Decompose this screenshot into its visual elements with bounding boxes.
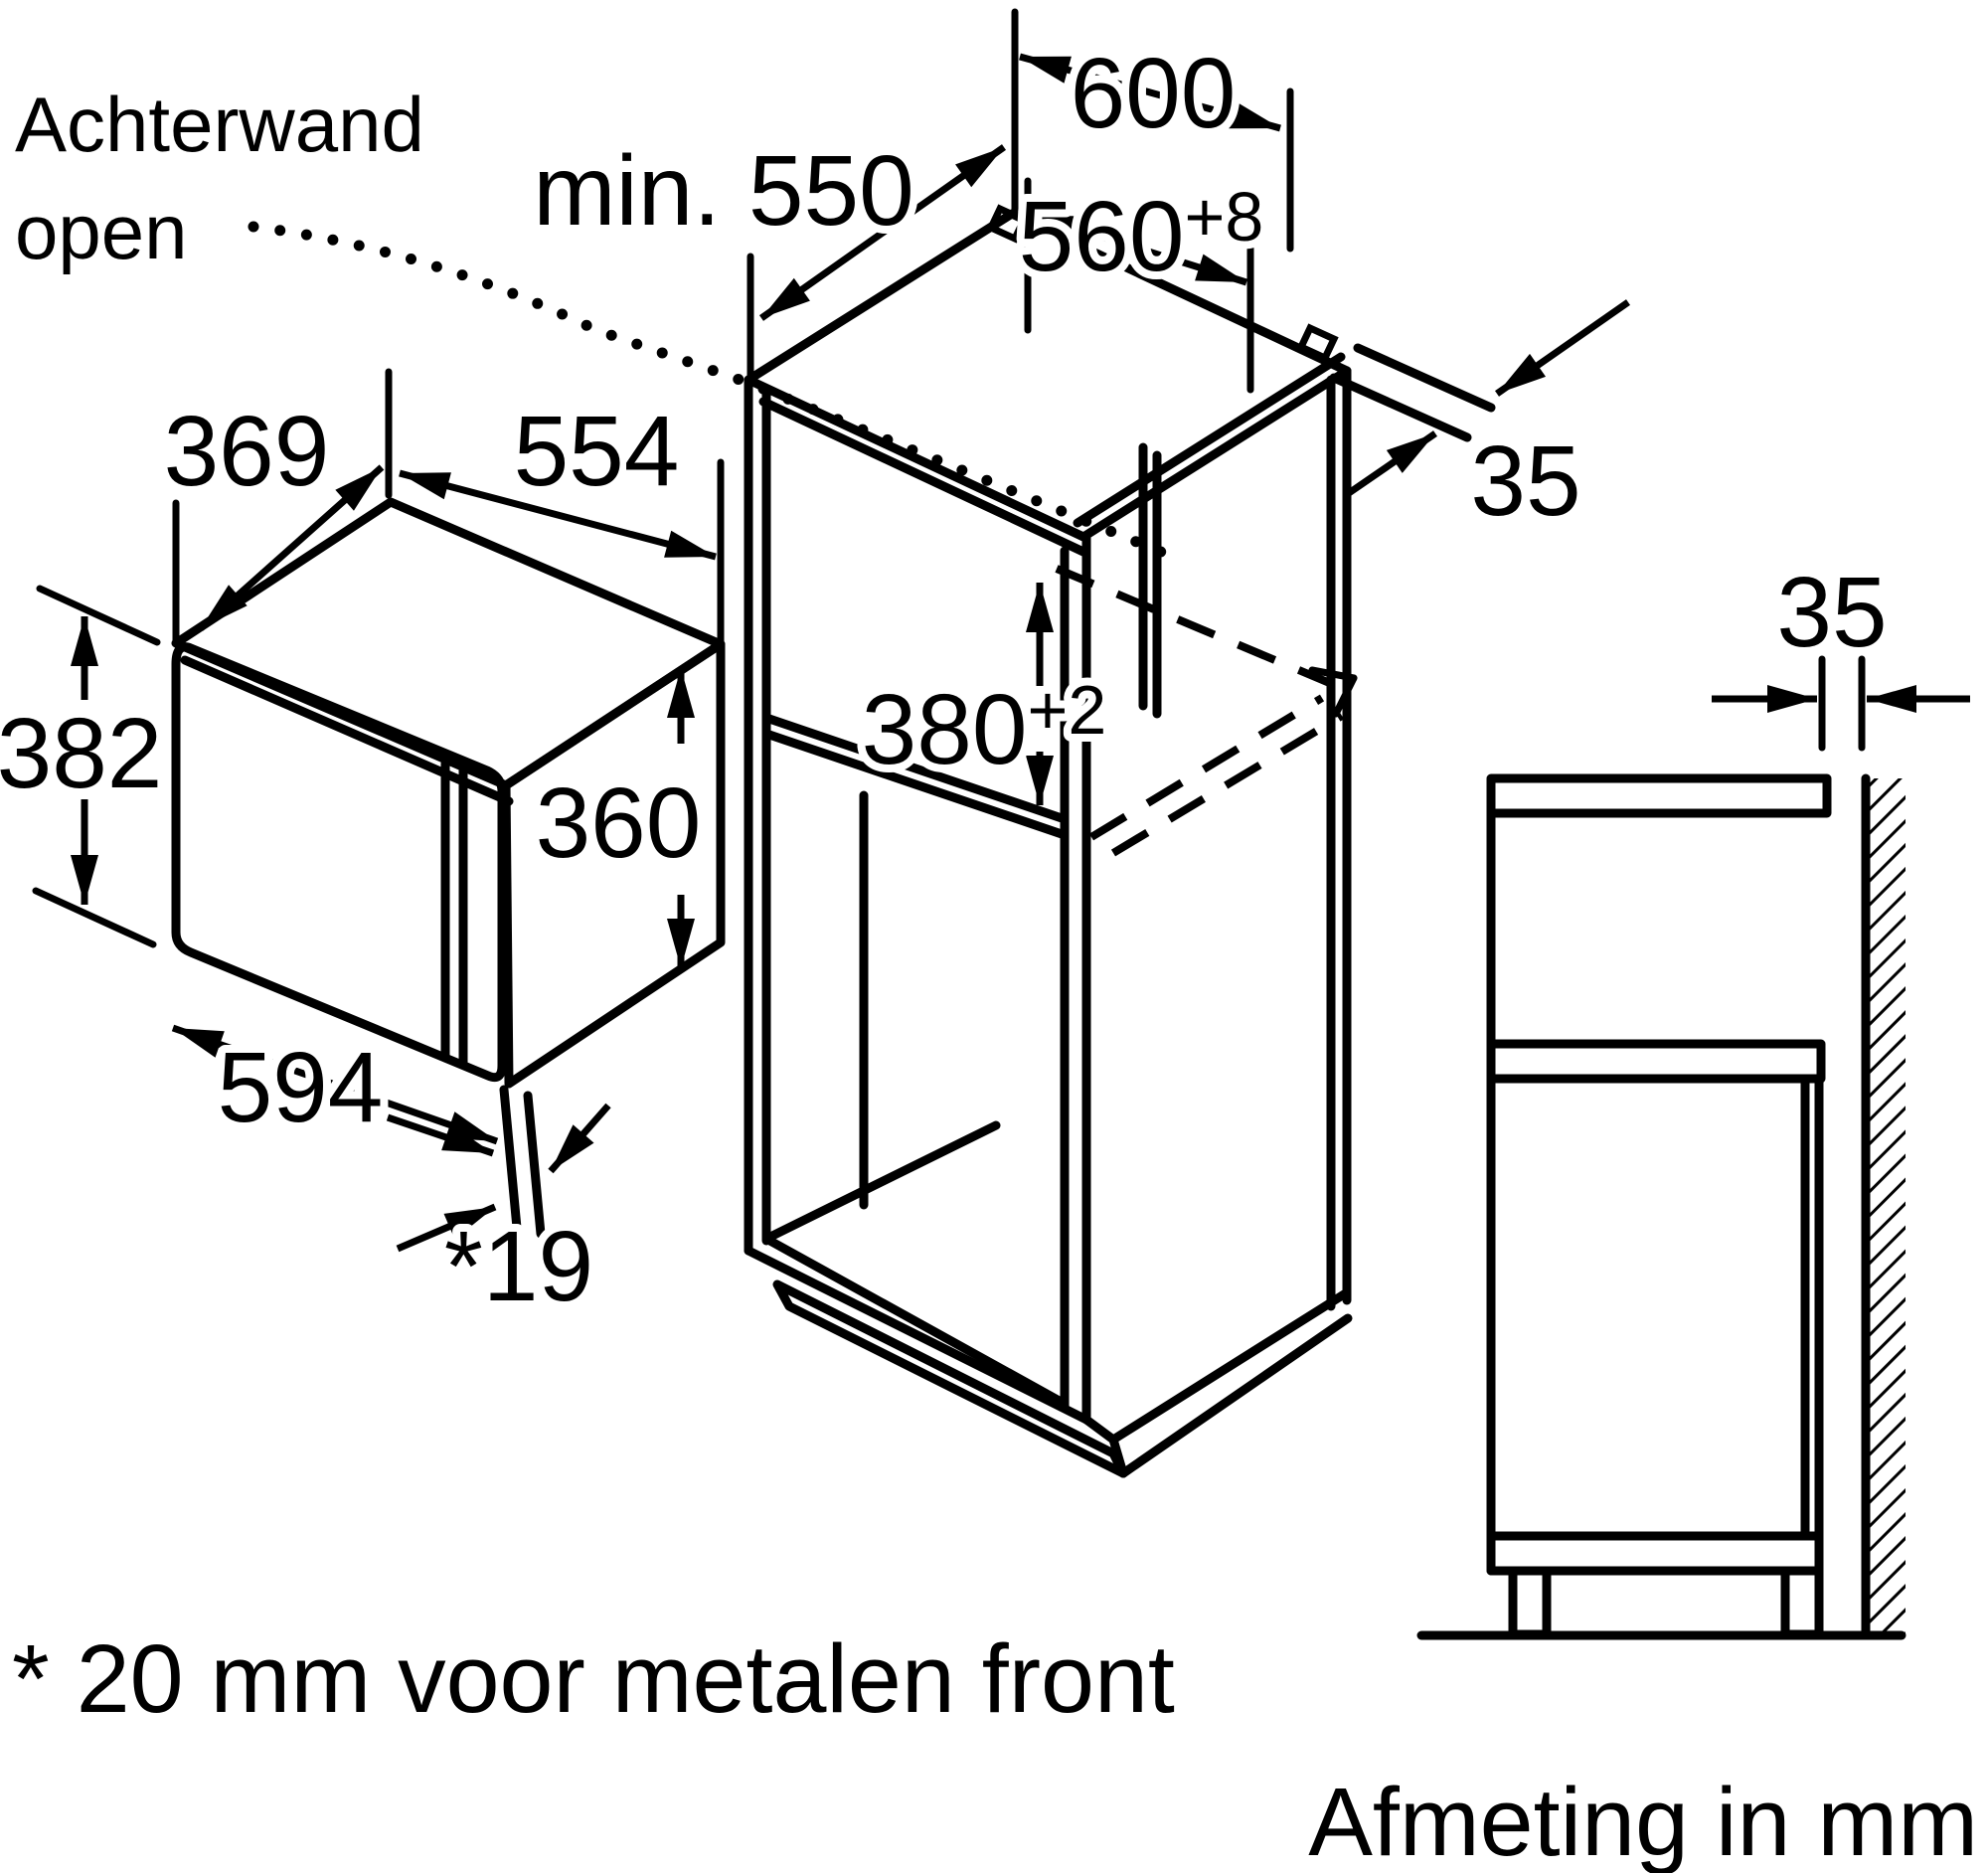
label-369: 369 <box>164 396 330 507</box>
cabinet-side-view <box>1416 773 1906 1640</box>
shelf-front-edge-top <box>761 713 1070 824</box>
side-view-back-foot <box>1780 1566 1824 1639</box>
microwave-frame-body-seam <box>180 655 514 806</box>
cabinet-floor-back-edge <box>761 1120 1001 1244</box>
dim-arrow-35-top-right <box>1494 299 1631 397</box>
plinth-right-connector <box>1108 1435 1128 1478</box>
shelf-pullout-arrowhead <box>1308 666 1358 718</box>
tick-382-bottom <box>32 887 157 948</box>
body-front-edge-line <box>523 1091 546 1239</box>
rear-gap-line-inner <box>1329 373 1472 442</box>
tick-382-top <box>36 585 161 646</box>
dim-arrow-19-lower <box>396 1203 497 1253</box>
back-panel-note-line2: open <box>15 188 188 275</box>
label-380: 380+2 <box>862 671 1107 785</box>
shelf-front-edge-bottom <box>761 729 1070 840</box>
side-view-front-foot <box>1508 1566 1552 1639</box>
side-view-top-panel <box>1486 773 1832 818</box>
label-360: 360 <box>536 767 702 879</box>
label-35-side: 35 <box>1776 557 1887 668</box>
captions: Achterwand open * 20 mm voor metalen fro… <box>12 81 1978 1873</box>
label-19: *19 <box>444 1211 593 1322</box>
units-note: Afmeting in mm <box>1308 1768 1978 1873</box>
back-panel-note-line1: Achterwand <box>15 81 424 168</box>
label-382: 382 <box>0 698 162 809</box>
dim-line-600 <box>1019 53 1281 132</box>
cabinet-top-inner-edge-right <box>1073 352 1346 528</box>
cabinet-bottom-front-edge-outer <box>744 1246 1091 1425</box>
side-view-bottom-panel <box>1486 1531 1824 1576</box>
footnote-metal-front: * 20 mm voor metalen front <box>12 1624 1175 1733</box>
plinth-front-strip <box>772 1279 1128 1478</box>
dim-line-560 <box>1030 211 1248 286</box>
cabinet-bottom-front-edge-inner <box>761 1234 1070 1409</box>
niche-ceiling-front-edge <box>758 397 1090 558</box>
dim-arrow-19-left <box>386 1113 495 1157</box>
dim-line-594 <box>171 1024 499 1145</box>
shelf-pullout-dashed-top <box>1055 565 1334 688</box>
label-35-top: 35 <box>1470 426 1580 537</box>
dim-line-min550 <box>758 144 1007 321</box>
dim-line-369 <box>198 464 385 631</box>
front-frame-edge-line <box>499 1085 522 1233</box>
microwave-right-side-face <box>501 639 726 1089</box>
bottom-right-step <box>1081 1415 1118 1445</box>
label-600: 600 <box>1071 38 1237 149</box>
label-594: 594 <box>218 1032 384 1143</box>
dim-arrow-35-top-left <box>1344 430 1437 498</box>
side-view-divider-shelf <box>1486 1039 1826 1084</box>
right-side-bottom-edge <box>1108 1289 1349 1445</box>
microwave-front-door-face <box>171 642 507 1083</box>
cabinet-isometric-view <box>744 204 1496 1478</box>
plinth-side-bottom-edge <box>1118 1313 1353 1478</box>
dim-arrow-19-right <box>548 1103 611 1174</box>
dim-line-554 <box>399 469 717 561</box>
microwave-top-face <box>171 497 726 790</box>
label-min-550: min. 550 <box>533 135 914 247</box>
rear-gap-line-outer <box>1353 343 1496 413</box>
open-back-leader-dotted-line <box>248 221 1179 563</box>
dimension-annotations: 600 560+8 min. 550 35 369 554 382 360 38… <box>0 8 1970 1330</box>
label-560: 560+8 <box>1019 178 1264 292</box>
wall-hatching <box>1866 778 1905 1635</box>
shelf-pullout-dashed-lower-b <box>1110 712 1345 857</box>
label-554: 554 <box>514 396 680 507</box>
shelf-pullout-dashed-lower-a <box>1088 694 1325 841</box>
top-rear-notch-right <box>1296 323 1339 363</box>
